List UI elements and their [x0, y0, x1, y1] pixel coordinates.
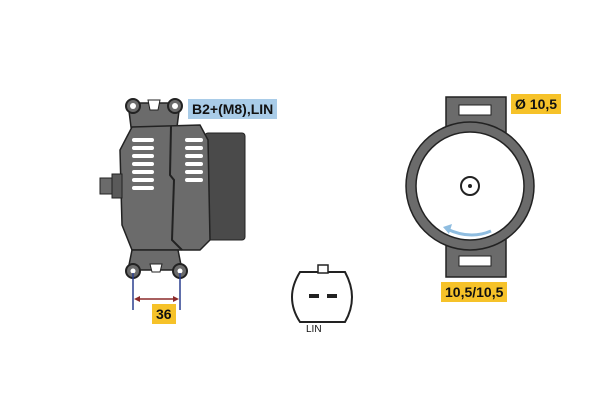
connection-label: B2+(M8),LIN: [188, 99, 278, 119]
bore-diameter-label: Ø 10,5: [511, 94, 562, 114]
alternator-front-view: [405, 96, 535, 278]
connector-label: LIN: [306, 324, 322, 335]
rotation-arrow-icon: [446, 227, 492, 237]
mount-spacing-label: 36: [152, 304, 176, 324]
bore-sizes-label: 10,5/10,5: [441, 282, 508, 302]
connector-plug: [290, 264, 354, 323]
mount-spacing-dimension: [132, 273, 181, 310]
alternator-side-view: [99, 98, 246, 279]
